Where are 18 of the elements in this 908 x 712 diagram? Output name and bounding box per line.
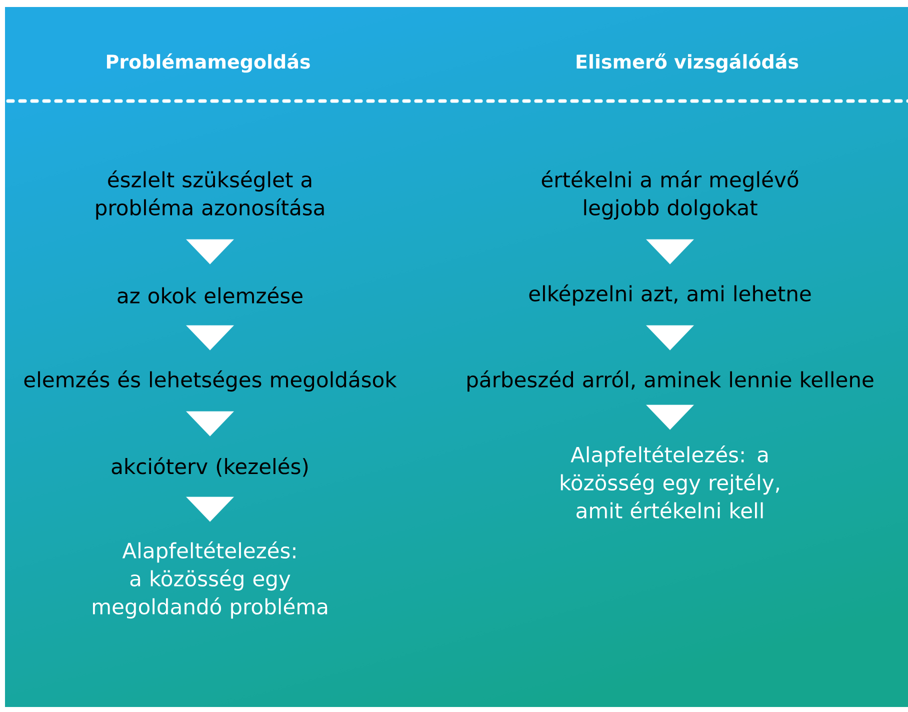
down-arrow: [186, 239, 234, 264]
step-text: párbeszéd arról, aminek lennie kellene: [468, 370, 874, 392]
down-arrow: [186, 496, 234, 522]
down-arrow: [186, 411, 234, 436]
step-text: értékelni a már meglévő legjobb dolgokat: [542, 170, 798, 220]
step-text: Alapfeltételezés: a közösség egy rejtély, amit értékelni kell: [560, 445, 779, 519]
step-text: az okok elemzése: [118, 286, 302, 304]
column-heading: Problémamegoldás: [106, 53, 310, 73]
down-arrow: [646, 404, 694, 430]
down-arrow: [646, 239, 694, 264]
step-text: elemzés és lehetséges megoldások: [24, 370, 397, 392]
step-text: akcióterv (kezelés): [112, 457, 308, 477]
down-arrow: [646, 325, 694, 350]
step-text: észlelt szükséglet a probléma azonosítása: [96, 170, 324, 220]
down-arrow: [186, 325, 234, 350]
step-text: Alapfeltételezés: a közösség egy megoldandó probléma: [93, 541, 328, 619]
step-text: elképzelni azt, ami lehetne: [529, 284, 811, 306]
column-heading: Elismerő vizsgálódás: [576, 53, 798, 73]
